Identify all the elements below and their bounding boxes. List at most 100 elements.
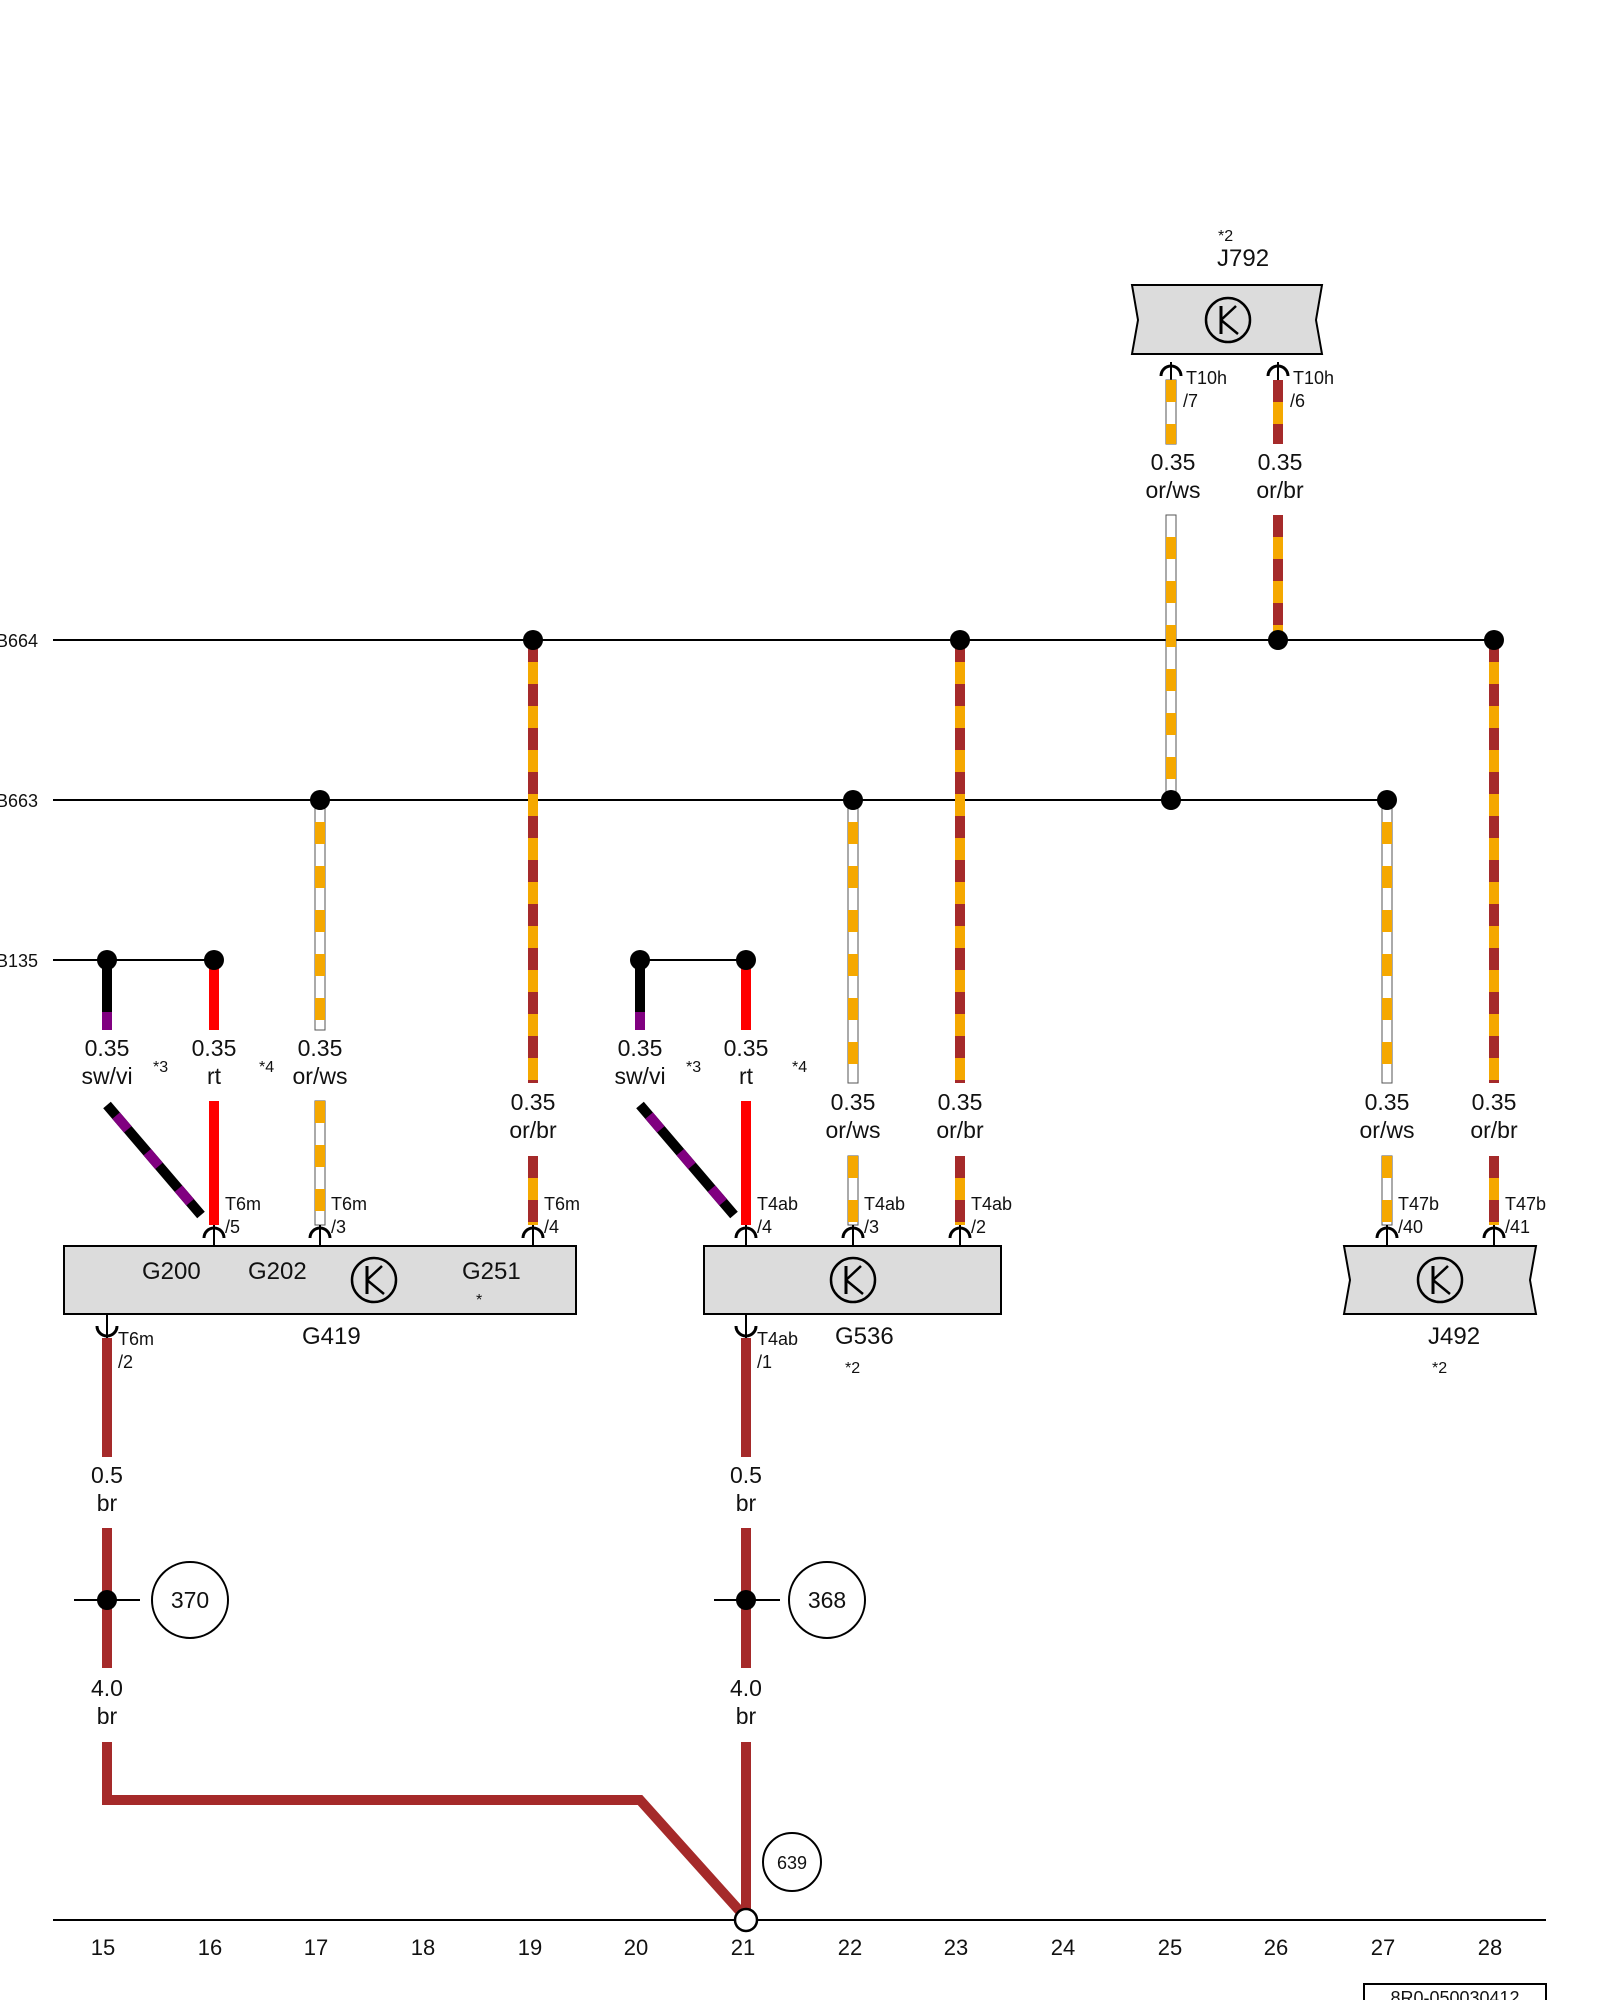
connector-pin-t4ab-3: /3 — [864, 1217, 879, 1237]
connector-pin-j792-7 — [1159, 362, 1183, 380]
j792-box — [1130, 284, 1324, 355]
sensor-cluster-box — [63, 1245, 577, 1315]
reference-circle-368 — [788, 1561, 866, 1639]
wire-size-col20: 0.35 — [618, 1035, 663, 1061]
component-g251: G251 — [462, 1258, 521, 1285]
grid-number-24: 24 — [1051, 1935, 1075, 1960]
connector-code-t47b-40: T47b — [1398, 1194, 1439, 1214]
grid-number-17: 17 — [304, 1935, 328, 1960]
wire-size-col22: 0.35 — [831, 1089, 876, 1115]
wire-color-col21-br-large: br — [736, 1703, 757, 1729]
wire-col27-orws — [1381, 799, 1393, 1084]
wire-note-col20: *3 — [686, 1059, 701, 1076]
grid-number-21: 21 — [731, 1935, 755, 1960]
wire-color-col28: or/br — [1470, 1117, 1518, 1143]
connector-pin-icons-bottom — [95, 1314, 758, 1338]
connector-pin-t6m-4: /4 — [544, 1217, 559, 1237]
grid-number-20: 20 — [624, 1935, 648, 1960]
connector-code-t4ab-3: T4ab — [864, 1194, 905, 1214]
wire-color-col23: or/br — [936, 1117, 984, 1143]
connector-pin-t6m-5: /5 — [225, 1217, 240, 1237]
ground-connection-370 — [74, 1590, 140, 1610]
wire-col17-orws-lower — [314, 1100, 326, 1226]
reference-639-label: 639 — [777, 1853, 807, 1873]
grid-number-16: 16 — [198, 1935, 222, 1960]
connector-code-t6m-2: T6m — [118, 1329, 154, 1349]
bus-label-b664: B664 — [0, 631, 38, 651]
component-g202: G202 — [248, 1258, 307, 1285]
grid-numbers: 15 16 17 18 19 20 21 22 23 24 25 26 27 2… — [91, 1935, 1502, 1960]
connector-pin-t6m-2: /2 — [118, 1352, 133, 1372]
wire-color-j792-orws: or/ws — [1146, 477, 1201, 503]
connector-pin-t10h-7: /7 — [1183, 391, 1198, 411]
g536-transistor-icon — [829, 1256, 877, 1304]
wire-size-j792-orbr: 0.35 — [1258, 449, 1303, 475]
reference-circle-639 — [762, 1832, 822, 1892]
splice-dots — [97, 630, 1504, 970]
component-g419: G419 — [302, 1323, 361, 1350]
wire-color-col27: or/ws — [1360, 1117, 1415, 1143]
connector-code-t6m-5: T6m — [225, 1194, 261, 1214]
ground-connection-368 — [714, 1590, 780, 1610]
wire-color-col21: rt — [739, 1063, 754, 1089]
wire-color-col20: sw/vi — [614, 1063, 665, 1089]
component-g200: G200 — [142, 1258, 201, 1285]
component-g251-note: * — [476, 1292, 482, 1309]
wire-col22-orws-lower — [847, 1155, 859, 1226]
wire-color-col15: sw/vi — [81, 1063, 132, 1089]
bus-label-b663: B663 — [0, 791, 38, 811]
wire-size-col15-br-large: 4.0 — [91, 1675, 123, 1701]
wire-color-col19: or/br — [509, 1117, 557, 1143]
diagram-code-box — [1363, 1983, 1547, 2000]
wire-size-col27: 0.35 — [1365, 1089, 1410, 1115]
connector-code-t6m-4: T6m — [544, 1194, 580, 1214]
wire-color-col17: or/ws — [293, 1063, 348, 1089]
connector-code-t4ab-4: T4ab — [757, 1194, 798, 1214]
wire-size-col15: 0.35 — [85, 1035, 130, 1061]
wire-size-col28: 0.35 — [1472, 1089, 1517, 1115]
wire-color-col16: rt — [207, 1063, 222, 1089]
wire-size-j792-orws: 0.35 — [1151, 449, 1196, 475]
wire-color-col21-br: br — [736, 1490, 757, 1516]
grid-number-25: 25 — [1158, 1935, 1182, 1960]
connector-code-t6m-3: T6m — [331, 1194, 367, 1214]
connector-code-t4ab-1: T4ab — [757, 1329, 798, 1349]
wire-col22-orws — [847, 799, 859, 1084]
connector-pin-j792-6 — [1266, 362, 1290, 380]
connector-pin-t4ab-4: /4 — [757, 1217, 772, 1237]
wire-note-col21: *4 — [792, 1059, 807, 1076]
grid-number-23: 23 — [944, 1935, 968, 1960]
j492-transistor-icon — [1416, 1256, 1464, 1304]
wire-size-col21-br-large: 4.0 — [730, 1675, 762, 1701]
component-j492-note: *2 — [1432, 1360, 1447, 1377]
connector-code-t10h-6: T10h — [1293, 368, 1334, 388]
connector-pin-t47b-41: /41 — [1505, 1217, 1530, 1237]
connector-code-t10h-7: T10h — [1186, 368, 1227, 388]
connector-pin-icons-top — [202, 1225, 1506, 1246]
reference-370-label: 370 — [171, 1587, 209, 1613]
grid-number-15: 15 — [91, 1935, 115, 1960]
wire-col15-swvi-diagonal — [103, 1101, 205, 1219]
wire-col27-orws-lower — [1381, 1155, 1393, 1226]
wire-color-col15-br-large: br — [97, 1703, 118, 1729]
wire-size-col21: 0.35 — [724, 1035, 769, 1061]
sensor-cluster-transistor-icon — [350, 1256, 398, 1304]
grid-number-26: 26 — [1264, 1935, 1288, 1960]
wire-size-col21-br: 0.5 — [730, 1462, 762, 1488]
j792-transistor-icon — [1204, 296, 1252, 344]
wire-color-col15-br: br — [97, 1490, 118, 1516]
connector-code-t47b-41: T47b — [1505, 1194, 1546, 1214]
grid-number-19: 19 — [518, 1935, 542, 1960]
reference-368-label: 368 — [808, 1587, 846, 1613]
j792-name: J792 — [1217, 245, 1269, 272]
wire-size-col17: 0.35 — [298, 1035, 343, 1061]
grid-number-22: 22 — [838, 1935, 862, 1960]
connector-pin-t4ab-1: /1 — [757, 1352, 772, 1372]
diagram-code: 8R0-050030412 — [1390, 1988, 1519, 2000]
reference-circle-370 — [151, 1561, 229, 1639]
wire-col20-swvi-diagonal — [636, 1101, 738, 1219]
j492-box — [1342, 1245, 1538, 1315]
wire-note-col15: *3 — [153, 1059, 168, 1076]
component-g536-note: *2 — [845, 1360, 860, 1377]
wire-size-col23: 0.35 — [938, 1089, 983, 1115]
